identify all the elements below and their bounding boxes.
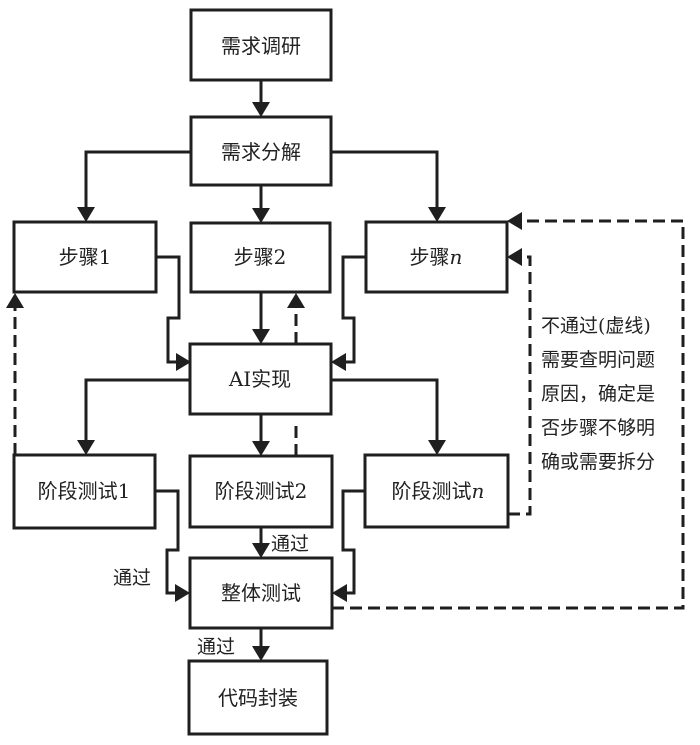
edge-decompose-step1	[84, 150, 191, 219]
node-package: 代码封装	[187, 659, 329, 736]
node-step2: 步骤2	[189, 221, 332, 294]
node-stagen: 阶段测试n	[363, 453, 510, 529]
node-stage1: 阶段测试1	[12, 453, 157, 530]
arrowhead	[428, 440, 446, 455]
node-ai: AI实现	[188, 342, 333, 416]
node-decompose: 需求分解	[189, 115, 333, 187]
label-pass-stage1: 通过	[113, 567, 151, 589]
node-stepn-var: n	[450, 245, 463, 269]
edge-ai-stage1	[84, 378, 190, 452]
arrowhead-fail-step2	[287, 293, 305, 308]
edge-ai-stagen	[331, 378, 439, 452]
node-stepn-prefix: 步骤	[410, 245, 450, 269]
arrowhead	[428, 207, 446, 222]
node-stepn-label: 步骤n	[410, 245, 463, 269]
note-line: 确或需要拆分	[541, 451, 655, 473]
edge-stagen-overall	[335, 489, 365, 595]
arrowhead-fail-stepn-outer	[507, 212, 522, 230]
arrowhead	[332, 584, 347, 602]
arrowhead	[77, 440, 95, 455]
node-stagen-prefix: 阶段测试	[392, 479, 472, 503]
arrowheads	[77, 102, 446, 661]
node-step1: 步骤1	[12, 220, 158, 294]
arrowhead-fail-stepn-inner	[507, 248, 522, 266]
edge-stage1-overall	[155, 489, 187, 595]
arrowhead	[252, 208, 270, 223]
node-decompose-label: 需求分解	[221, 140, 301, 164]
node-ai-label: AI实现	[228, 367, 291, 391]
label-pass-overall: 通过	[197, 636, 235, 658]
edge-decompose-stepn	[331, 150, 439, 219]
node-step1-label: 步骤1	[59, 245, 112, 269]
note-line: 否步骤不够明	[541, 417, 655, 439]
node-step2-label: 步骤2	[234, 245, 287, 269]
node-stagen-var: n	[472, 479, 485, 503]
note-line: 原因，确定是	[541, 383, 655, 405]
edge-stepn-ai	[334, 255, 366, 364]
arrowhead	[252, 102, 270, 117]
node-stepn: 步骤n	[364, 220, 509, 294]
arrowhead	[331, 353, 346, 371]
arrowhead	[252, 329, 270, 344]
fail-note: 不通过(虚线) 需要查明问题 原因，确定是 否步骤不够明 确或需要拆分	[541, 315, 655, 473]
label-pass-stage2: 通过	[271, 533, 309, 555]
node-stage2-label: 阶段测试2	[215, 479, 308, 503]
arrowhead	[77, 207, 95, 222]
node-overall-label: 整体测试	[221, 581, 301, 605]
node-research: 需求调研	[189, 8, 333, 82]
node-package-label: 代码封装	[218, 686, 298, 710]
node-research-label: 需求调研	[221, 34, 301, 58]
arrowhead	[175, 584, 190, 602]
arrowhead	[252, 543, 270, 558]
edge-fail-stagen-stepn	[508, 255, 532, 516]
edge-fail-overall-stepn	[332, 219, 685, 610]
node-stagen-label: 阶段测试n	[392, 479, 485, 503]
arrowhead	[252, 441, 270, 456]
note-line: 不通过(虚线)	[541, 315, 651, 337]
edge-step1-ai	[156, 255, 188, 364]
node-stage1-label: 阶段测试1	[38, 479, 131, 503]
note-line: 需要查明问题	[541, 349, 655, 371]
arrowhead	[176, 353, 191, 371]
arrowhead-fail-step1	[6, 293, 24, 308]
arrowhead	[252, 646, 270, 661]
node-stage2: 阶段测试2	[188, 454, 334, 529]
node-overall: 整体测试	[188, 556, 334, 630]
